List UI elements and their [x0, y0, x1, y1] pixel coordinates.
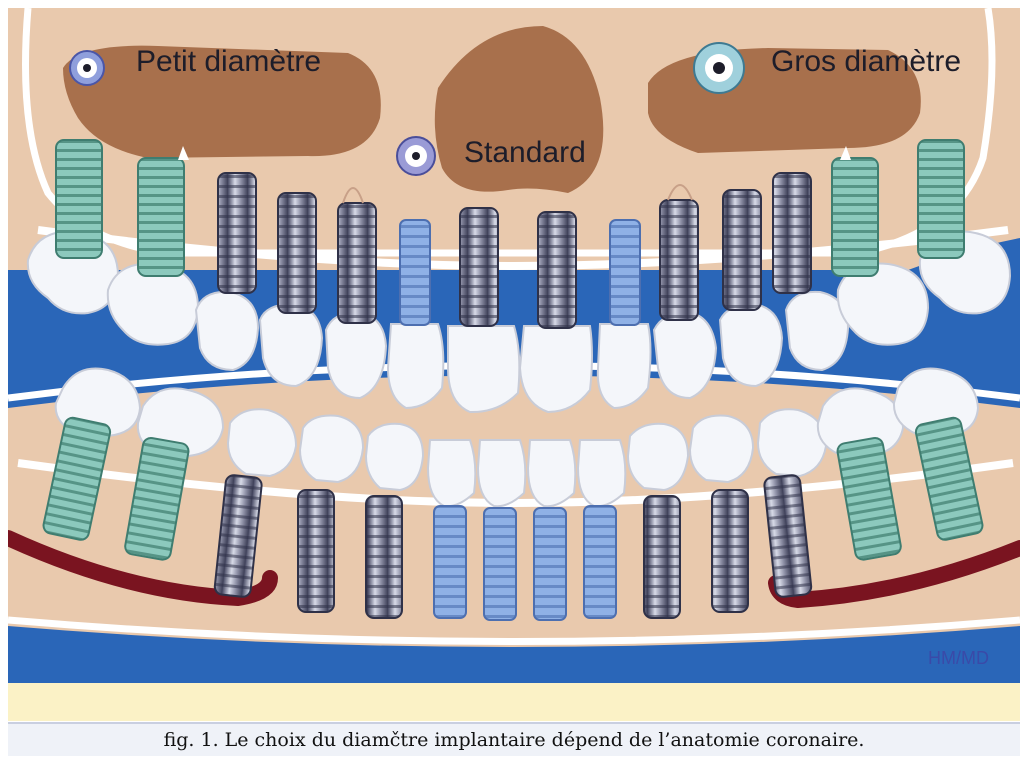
implant-lower-canine-right — [712, 490, 748, 612]
implant-lower-lateral-right — [644, 496, 680, 618]
implant-upper-central-left — [460, 208, 498, 326]
watermark: HM/MD — [928, 648, 989, 668]
small-diameter-implant-icon — [70, 51, 104, 85]
standard-diameter-implant-icon — [397, 137, 435, 175]
large-diameter-implant-icon — [694, 43, 744, 93]
implant-upper-molar-left — [56, 140, 102, 258]
implant-upper-premolar-right-1 — [773, 173, 811, 293]
small-diameter-label: Petit diamètre — [136, 45, 321, 78]
implant-lower-incisor-1 — [434, 506, 466, 618]
implant-upper-lateral-right — [660, 185, 698, 320]
implant-lower-lateral-left — [366, 496, 402, 618]
implant-upper-lateral-left — [338, 188, 376, 323]
large-diameter-label: Gros diamètre — [771, 45, 961, 78]
spacer-band — [8, 683, 1020, 721]
implant-diameter-figure: Petit diamètre Standard Gros diamètre HM… — [8, 8, 1020, 683]
implant-upper-central-right — [538, 212, 576, 328]
standard-diameter-label: Standard — [464, 136, 586, 169]
implant-upper-premolar-left-2 — [138, 146, 189, 276]
implant-lower-incisor-3 — [534, 508, 566, 620]
implant-upper-canine-left — [278, 193, 316, 313]
implant-upper-molar-right — [918, 140, 964, 258]
implant-upper-canine-right — [723, 190, 761, 310]
implant-upper-premolar-right-2 — [832, 146, 878, 276]
implant-lower-canine-left — [298, 490, 334, 612]
implant-upper-premolar-left-1 — [218, 173, 256, 293]
implant-lower-incisor-4 — [584, 506, 616, 618]
implant-lower-incisor-2 — [484, 508, 516, 620]
implant-upper-incisor-left-lateral — [400, 220, 430, 325]
caption-bar: fig. 1. Le choix du diamčtre implantaire… — [8, 722, 1020, 756]
figure-caption: fig. 1. Le choix du diamčtre implantaire… — [164, 729, 865, 751]
implant-upper-incisor-right-lateral — [610, 220, 640, 325]
